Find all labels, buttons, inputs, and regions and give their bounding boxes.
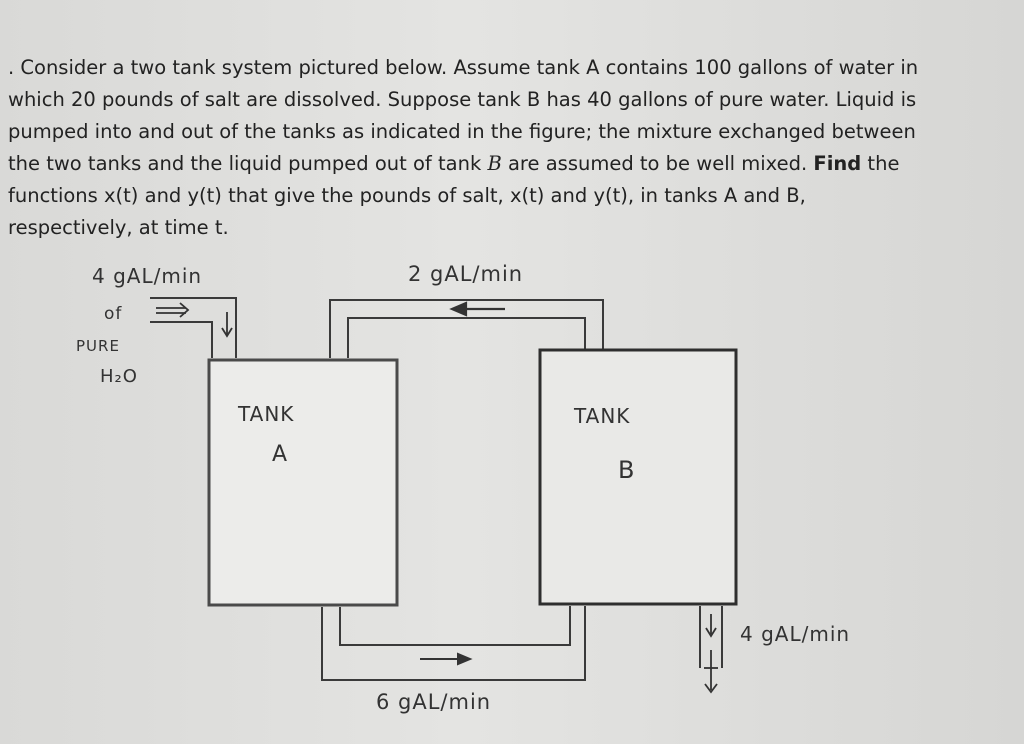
tank-b-title: TANK [574,404,631,428]
problem-line-3: pumped into and out of the tanks as indi… [8,120,916,143]
bottom-pipe-arrow-icon [420,652,473,666]
tank-a-letter: A [272,442,289,467]
problem-line-5: functions x(t) and y(t) that give the po… [8,184,806,207]
top-connecting-pipe [329,299,604,358]
problem-line-4: the two tanks and the liquid pumped out … [8,152,900,175]
bottom-connecting-pipe [321,606,586,681]
outflow-arrow-icon [704,614,718,694]
problem-line-1: . Consider a two tank system pictured be… [8,56,919,79]
tank-b [538,348,738,606]
inflow-rate-label: 4 gAL/min [92,264,203,288]
tank-b-letter: B [618,456,636,484]
problem-line-6: respectively, at time t. [8,216,229,239]
tank-a [207,358,399,607]
inflow-pure-label: PURE [76,337,120,355]
inflow-arrow-icon [156,302,233,338]
tank-a-title: TANK [238,402,295,426]
outflow-rate-label: 4 gAL/min [740,622,851,646]
problem-statement: . Consider a two tank system pictured be… [8,52,1008,244]
inflow-of-label: of [104,304,123,324]
top-pipe-arrow-icon [449,301,505,317]
inflow-h2o-label: H₂O [100,366,138,387]
inflow-pipe [150,297,237,358]
outflow-pipe [699,606,723,668]
problem-line-2: which 20 pounds of salt are dissolved. S… [8,88,917,111]
bottom-pipe-rate-label: 6 gAL/min [376,690,492,714]
top-pipe-rate-label: 2 gAL/min [408,262,524,286]
